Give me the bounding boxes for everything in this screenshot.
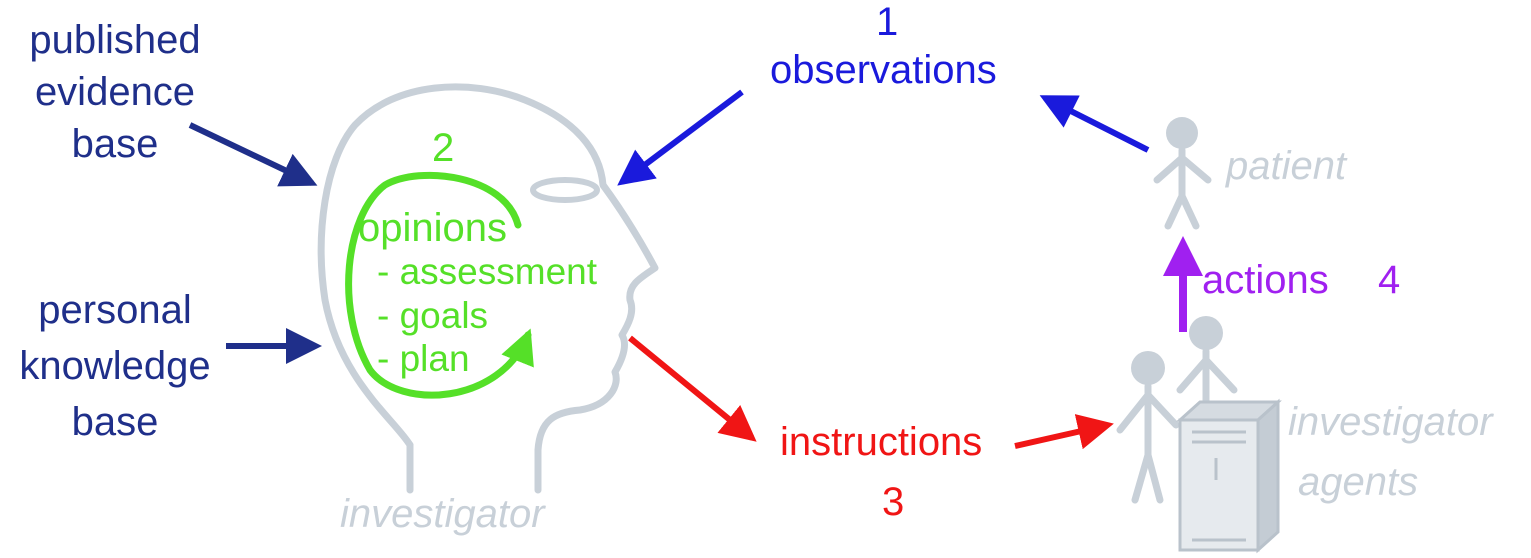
agent-figure-1-icon bbox=[1116, 351, 1180, 504]
head-outline-icon bbox=[317, 83, 659, 494]
observations-label: observations bbox=[770, 48, 997, 92]
published-line-2: evidence bbox=[34, 70, 196, 114]
investigator-agents-label: investigator agents bbox=[1288, 392, 1528, 512]
opinion-item-assessment: - assessment bbox=[377, 251, 598, 292]
instructions-label: instructions bbox=[780, 420, 983, 464]
computer-tower-icon bbox=[1176, 398, 1282, 554]
patient-figure-icon bbox=[1153, 117, 1212, 230]
agents-line-2: agents bbox=[1298, 460, 1419, 504]
opinion-item-goals: - goals bbox=[377, 295, 489, 336]
personal-line-2: knowledge bbox=[19, 344, 211, 388]
patient-to-observations-arrow bbox=[1039, 95, 1150, 153]
actions-label: actions bbox=[1202, 258, 1329, 302]
published-line-3: base bbox=[71, 122, 159, 166]
head-to-instructions-arrow bbox=[628, 335, 757, 442]
investigator-caption: investigator bbox=[340, 492, 545, 536]
eye-icon bbox=[530, 177, 600, 203]
step-number-2: 2 bbox=[432, 126, 455, 170]
opinions-loop-arrow bbox=[345, 171, 534, 399]
step-number-4: 4 bbox=[1378, 258, 1401, 302]
personal-line-3: base bbox=[71, 400, 159, 444]
opinion-item-plan: - plan bbox=[377, 338, 470, 379]
observations-to-head-arrow bbox=[617, 89, 744, 186]
opinions-title: opinions bbox=[358, 206, 508, 250]
published-evidence-arrow bbox=[188, 122, 318, 187]
instructions-to-agents-arrow bbox=[1014, 414, 1114, 450]
agents-line-1: investigator bbox=[1288, 400, 1493, 444]
step-number-1: 1 bbox=[876, 0, 899, 44]
published-evidence-label: published evidence base bbox=[12, 14, 218, 170]
agent-figure-2-icon bbox=[1176, 316, 1238, 414]
step-number-3: 3 bbox=[882, 480, 905, 524]
personal-line-1: personal bbox=[38, 288, 192, 332]
personal-knowledge-label: personal knowledge base bbox=[2, 282, 228, 450]
patient-label: patient bbox=[1226, 144, 1347, 188]
published-line-1: published bbox=[29, 18, 201, 62]
